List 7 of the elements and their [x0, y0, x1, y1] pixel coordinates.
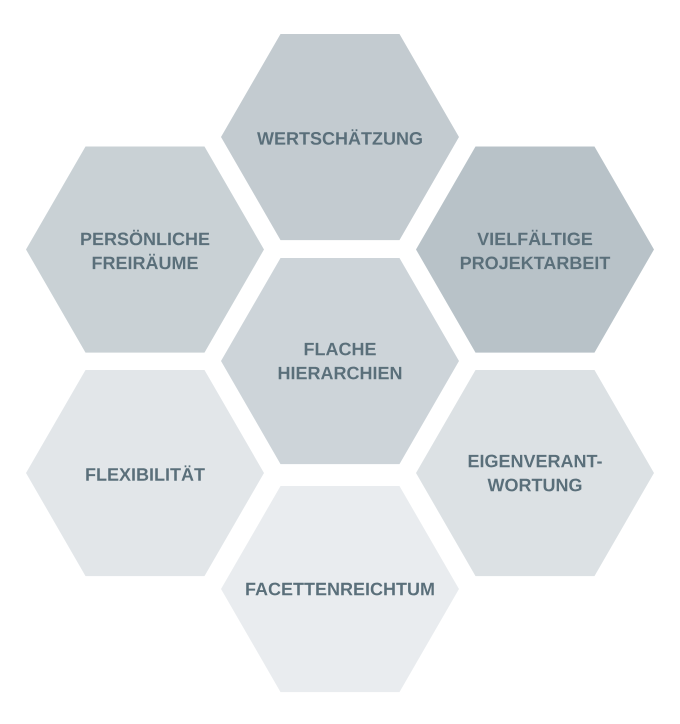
- hexagon-tile: FACETTENREICHTUM: [221, 486, 459, 692]
- hexagon-tile: EIGENVERANT- WORTUNG: [416, 370, 654, 576]
- hexagon-tile: FLACHE HIERARCHIEN: [221, 258, 459, 464]
- hexagon-tile: PERSÖNLICHE FREIRÄUME: [26, 146, 264, 353]
- hexagon-tile: FLEXIBILITÄT: [26, 370, 264, 576]
- hexagon-tile: VIELFÄLTIGE PROJEKTARBEIT: [416, 146, 654, 353]
- hexagon-tile: WERTSCHÄTZUNG: [221, 34, 459, 240]
